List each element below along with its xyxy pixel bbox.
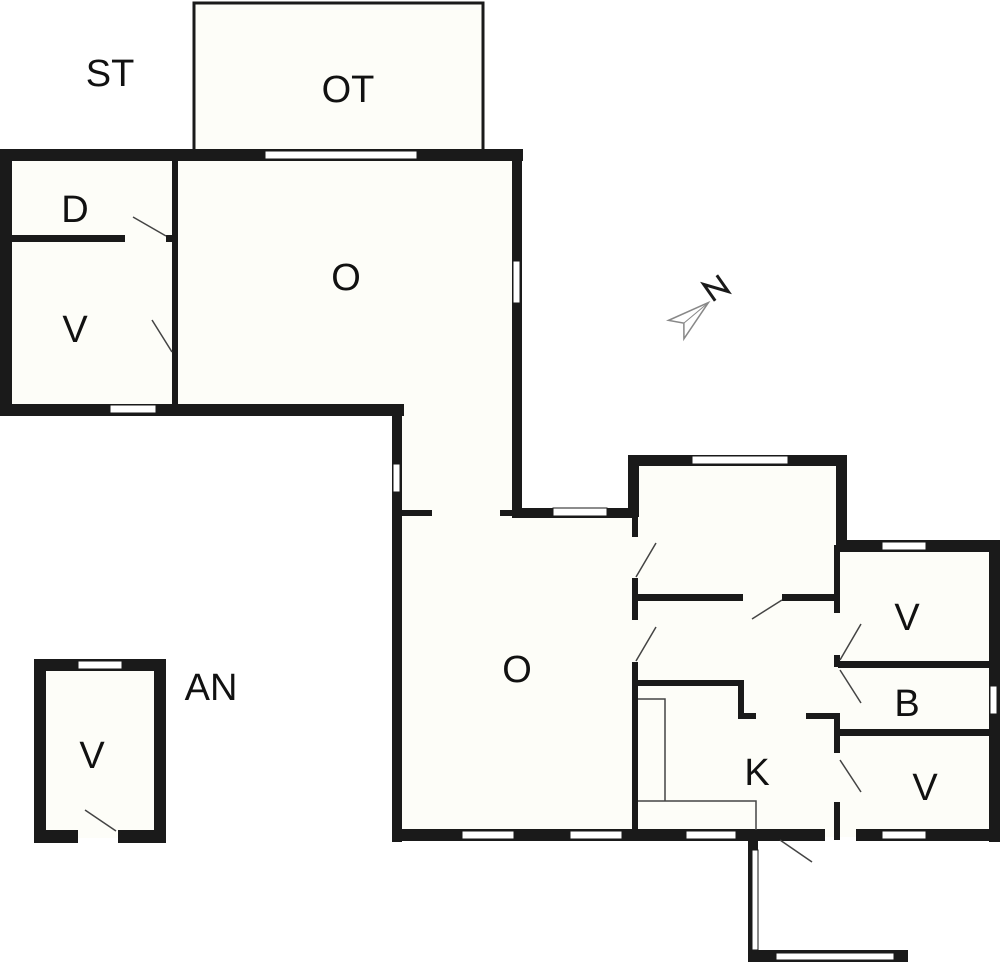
wall-hall-stub-left (400, 510, 432, 516)
door-swing (839, 759, 862, 793)
door-swing (751, 599, 783, 620)
floor-fills (8, 2, 997, 838)
wall-col-b (632, 578, 638, 620)
room-floor (634, 460, 842, 600)
door-swing (635, 542, 657, 578)
wall-room-west-top (628, 455, 639, 517)
wall-east-a (834, 545, 840, 613)
window (751, 849, 759, 951)
room-label-k: K (744, 752, 769, 794)
window (392, 463, 401, 493)
wall-kitchen-right-stub (806, 713, 840, 719)
wall-col-c (632, 662, 638, 840)
wall-b-v (838, 729, 993, 736)
terrace-floor (194, 2, 483, 152)
wall-kitchen-step-h (738, 713, 756, 719)
north-wing-floor (8, 153, 520, 408)
wall-east-b (834, 655, 840, 667)
doors (84, 216, 862, 863)
window (881, 541, 927, 551)
hall-floor (397, 408, 520, 518)
door-swing (132, 216, 167, 237)
room-label-d: D (61, 189, 88, 231)
door-swing (151, 319, 173, 353)
window (461, 830, 515, 840)
wall-east-c (834, 713, 840, 753)
wall-hall-stub-right (500, 510, 520, 516)
wall-room-hall-1 (636, 594, 743, 601)
door-swing (779, 839, 813, 863)
wall-east-d (834, 802, 840, 840)
room-label-v-right-bottom: V (912, 767, 938, 809)
wall-north-wing-bottom (0, 404, 404, 416)
wall-south-2 (755, 829, 825, 841)
annex-west (34, 659, 46, 843)
wall-south-3 (856, 829, 1000, 841)
window (77, 660, 123, 670)
wall-north-top (0, 149, 523, 161)
room-label-b: B (894, 683, 919, 725)
window (109, 404, 157, 414)
room-label-an: AN (185, 667, 238, 709)
annex-east (154, 659, 166, 843)
window (691, 455, 789, 465)
wall-v-b (838, 661, 993, 668)
wall-room-hall-2 (782, 594, 840, 601)
window (775, 952, 895, 961)
windows (77, 150, 998, 961)
north-label-icon (700, 274, 732, 302)
window (569, 830, 623, 840)
room-label-o-top: O (331, 257, 361, 299)
room-labels: ST OT D O V O V B K V AN V (61, 53, 938, 809)
room-label-o-main: O (502, 649, 532, 691)
wall-d-v-stub (166, 235, 178, 242)
annex-bottom-left (34, 830, 78, 843)
kitchen-counters (638, 698, 757, 830)
wall-kitchen-step (738, 680, 744, 718)
annex-floor (38, 663, 162, 838)
window (264, 150, 418, 160)
north-arrow-icon (665, 300, 711, 342)
wall-hall-west (392, 404, 402, 842)
window (989, 685, 998, 715)
terrace-outline (192, 1, 485, 152)
room-label-v-right-top: V (894, 597, 920, 639)
door-swing (839, 669, 862, 704)
wall-d-v (10, 235, 125, 242)
window (552, 507, 608, 517)
wall-west (0, 149, 12, 415)
room-label-st: ST (86, 53, 135, 95)
wall-inner-dv (172, 159, 178, 409)
door-swing (839, 623, 862, 661)
wall-room-east (836, 455, 847, 551)
window (685, 830, 737, 840)
window (512, 260, 521, 304)
wall-o-east (512, 149, 522, 518)
wall-col-a (632, 515, 638, 537)
door-swing (635, 626, 657, 662)
room-label-v-left: V (62, 309, 88, 351)
room-label-v-annex: V (79, 735, 105, 777)
window (881, 830, 927, 840)
wall-kitchen-top (636, 680, 744, 686)
east-rooms-floor (837, 545, 997, 837)
room-label-ot: OT (322, 69, 375, 111)
annex-bottom-right (118, 830, 166, 843)
door-swing (84, 809, 117, 832)
